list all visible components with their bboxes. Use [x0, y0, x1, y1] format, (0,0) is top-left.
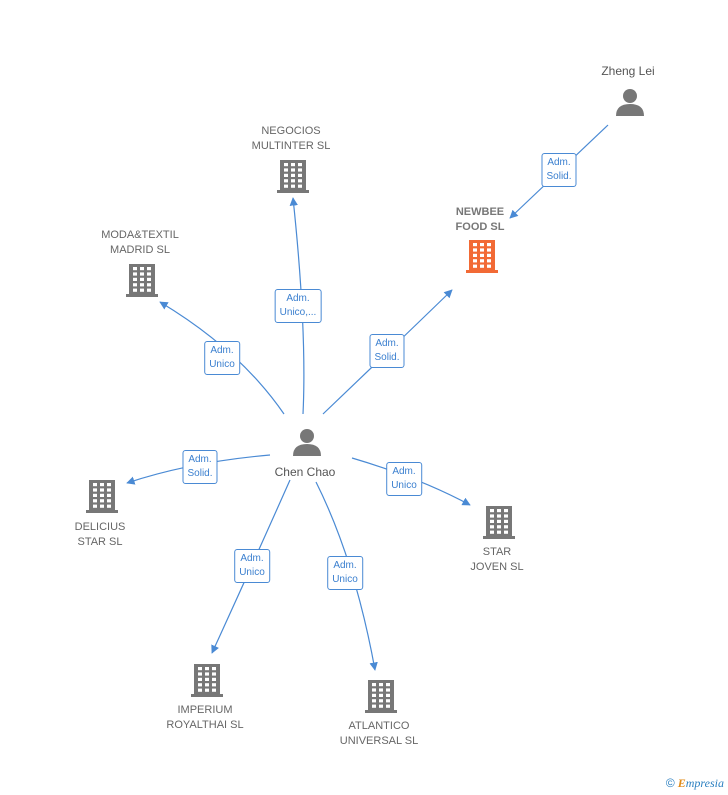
node-label-delicius[interactable]: DELICIUS STAR SL [75, 520, 126, 550]
edge-label-line: Solid. [374, 352, 400, 363]
node-label-line: MADRID SL [110, 244, 170, 256]
building-icon-delicius[interactable] [86, 480, 118, 513]
edge-label-line: Adm. [333, 560, 357, 571]
edge-label-line: Unico [332, 574, 358, 585]
edge-label-chen-to-delicius[interactable]: Adm. Solid. [182, 450, 218, 484]
node-label-imperium[interactable]: IMPERIUM ROYALTHAI SL [166, 703, 243, 733]
building-icon-negocios[interactable] [277, 160, 309, 193]
edge-label-line: Unico [209, 359, 235, 370]
edge-label-chen-to-atlantico[interactable]: Adm. Unico [327, 556, 363, 590]
footer-brand[interactable]: ©Empresia [666, 776, 724, 791]
building-icon-imperium[interactable] [191, 664, 223, 697]
node-label-line: NEGOCIOS [261, 125, 321, 137]
node-label-chen[interactable]: Chen Chao [275, 465, 336, 480]
edge-label-line: Solid. [546, 171, 572, 182]
node-label-line: UNIVERSAL SL [339, 735, 419, 747]
building-icon-moda[interactable] [126, 264, 158, 297]
node-label-line: ATLANTICO [348, 720, 410, 732]
edge-label-chen-to-star[interactable]: Adm. Unico [386, 462, 422, 496]
edge-label-line: Adm. [210, 345, 234, 356]
edge-label-chen-to-moda[interactable]: Adm. Unico [204, 341, 240, 375]
person-icon-zheng[interactable] [616, 89, 644, 116]
node-label-line: Zheng Lei [601, 64, 655, 78]
edge-label-line: Adm. [240, 553, 264, 564]
copyright-symbol: © [665, 776, 675, 790]
building-icon-atlantico[interactable] [365, 680, 397, 713]
edge-label-line: Adm. [547, 157, 571, 168]
edge-label-line: Unico,... [279, 307, 317, 318]
edge-label-line: Unico [391, 480, 417, 491]
node-label-star[interactable]: STAR JOVEN SL [470, 545, 523, 575]
node-label-line: JOVEN SL [470, 561, 524, 573]
edge-label-chen-to-newbee[interactable]: Adm. Solid. [369, 334, 405, 368]
node-label-atlantico[interactable]: ATLANTICO UNIVERSAL SL [340, 719, 418, 749]
edge-label-line: Adm. [188, 454, 212, 465]
edge-label-line: Adm. [286, 293, 310, 304]
building-icon-star[interactable] [483, 506, 515, 539]
person-icon-chen[interactable] [293, 429, 321, 456]
node-label-newbee[interactable]: NEWBEE FOOD SL [456, 205, 505, 235]
node-label-line: ROYALTHAI SL [166, 719, 244, 731]
edge-label-line: Adm. [392, 466, 416, 477]
node-label-moda[interactable]: MODA&TEXTIL MADRID SL [101, 228, 179, 258]
node-label-line: DELICIUS [74, 521, 126, 533]
node-label-line: STAR SL [77, 536, 123, 548]
node-label-line: IMPERIUM [177, 704, 233, 716]
node-label-line: FOOD SL [455, 221, 505, 233]
edge-label-line: Solid. [187, 468, 213, 479]
node-label-line: MULTINTER SL [251, 140, 331, 152]
node-label-line: NEWBEE [455, 206, 505, 218]
node-label-zheng[interactable]: Zheng Lei [601, 64, 654, 79]
brand-initial: E [677, 776, 686, 790]
edge-label-line: Adm. [375, 338, 399, 349]
edge-label-chen-to-imperium[interactable]: Adm. Unico [234, 549, 270, 583]
brand-name: mpresia [685, 776, 724, 790]
node-label-line: MODA&TEXTIL [101, 229, 179, 241]
edge-label-zheng-to-newbee[interactable]: Adm. Solid. [541, 153, 577, 187]
node-label-line: Chen Chao [274, 465, 336, 479]
edge-label-line: Unico [239, 567, 265, 578]
node-label-negocios[interactable]: NEGOCIOS MULTINTER SL [252, 124, 331, 154]
node-label-line: STAR [482, 546, 512, 558]
building-icon-newbee[interactable] [466, 240, 498, 273]
edge-label-chen-to-negocios[interactable]: Adm. Unico,... [274, 289, 322, 323]
